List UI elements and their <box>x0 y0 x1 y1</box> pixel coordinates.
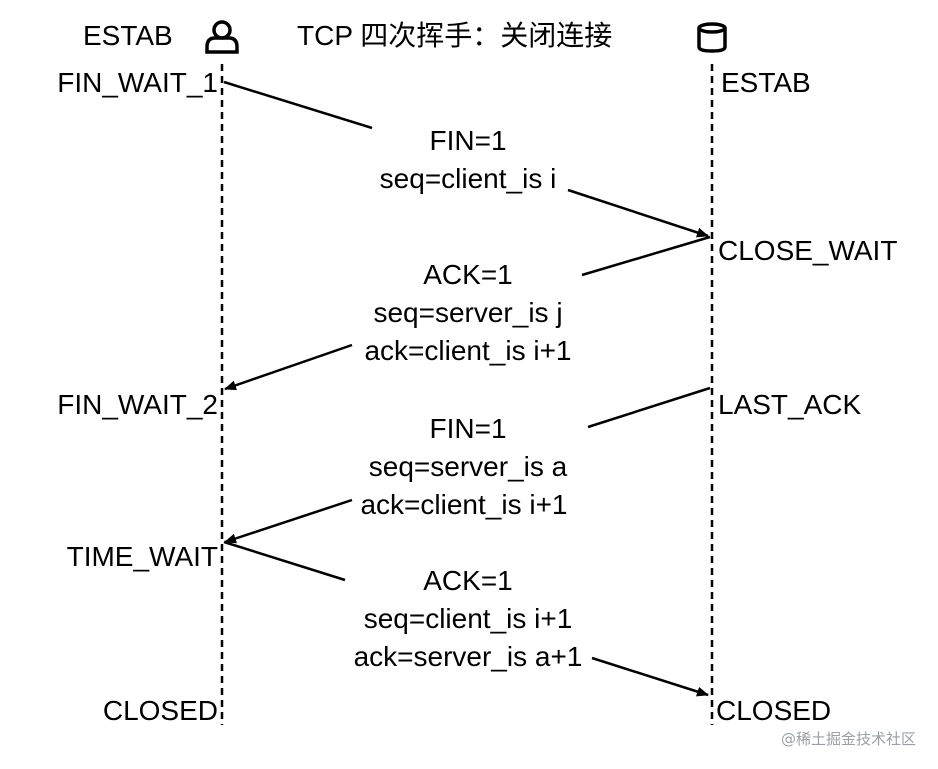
database-icon <box>697 22 727 53</box>
arrow-fin-client-head <box>567 188 709 238</box>
arrow-ack-client <box>223 540 346 582</box>
arrow-ack-server <box>581 235 711 277</box>
message-fin-server-line-1: FIN=1 <box>429 413 506 444</box>
message-ack-server-line-2: seq=server_is j <box>373 297 562 328</box>
server-initial-state: ESTAB <box>721 67 811 98</box>
client-state-time-wait: TIME_WAIT <box>67 541 218 572</box>
message-ack-client-line-1: ACK=1 <box>423 565 513 596</box>
client-state-fin-wait-2: FIN_WAIT_2 <box>57 389 218 420</box>
message-ack-client-line-3: ack=server_is a+1 <box>354 641 583 672</box>
diagram-title: TCP 四次挥手：关闭连接 <box>297 20 612 51</box>
message-ack-server-line-3: ack=client_is i+1 <box>364 335 571 366</box>
watermark: @稀土掘金技术社区 <box>781 730 916 748</box>
client-state-fin-wait-1: FIN_WAIT_1 <box>57 67 218 98</box>
message-fin-client-line-1: FIN=1 <box>429 125 506 156</box>
message-fin-server-line-3: ack=client_is i+1 <box>360 489 567 520</box>
server-state-last-ack: LAST_ACK <box>718 389 861 420</box>
arrow-fin-server <box>587 386 711 429</box>
message-fin-client-line-2: seq=client_is i <box>380 163 557 194</box>
message-ack-server: ACK=1 seq=server_is j ack=client_is i+1 <box>224 235 711 391</box>
message-fin-server: FIN=1 seq=server_is a ack=client_is i+1 <box>224 386 711 544</box>
client-initial-state: ESTAB <box>83 20 173 51</box>
server-state-closed: CLOSED <box>716 695 831 726</box>
message-ack-server-line-1: ACK=1 <box>423 259 513 290</box>
message-ack-client-line-2: seq=client_is i+1 <box>364 603 573 634</box>
client-state-closed: CLOSED <box>103 695 218 726</box>
user-icon <box>205 20 239 54</box>
message-fin-client: FIN=1 seq=client_is i <box>223 80 709 238</box>
arrow-fin-client <box>223 80 373 130</box>
server-state-close-wait: CLOSE_WAIT <box>718 235 897 266</box>
message-ack-client: ACK=1 seq=client_is i+1 ack=server_is a+… <box>223 540 709 697</box>
arrow-ack-server-head <box>224 343 353 391</box>
message-fin-server-line-2: seq=server_is a <box>369 451 568 482</box>
arrow-ack-client-head <box>591 656 709 697</box>
arrow-fin-server-head <box>224 498 353 544</box>
